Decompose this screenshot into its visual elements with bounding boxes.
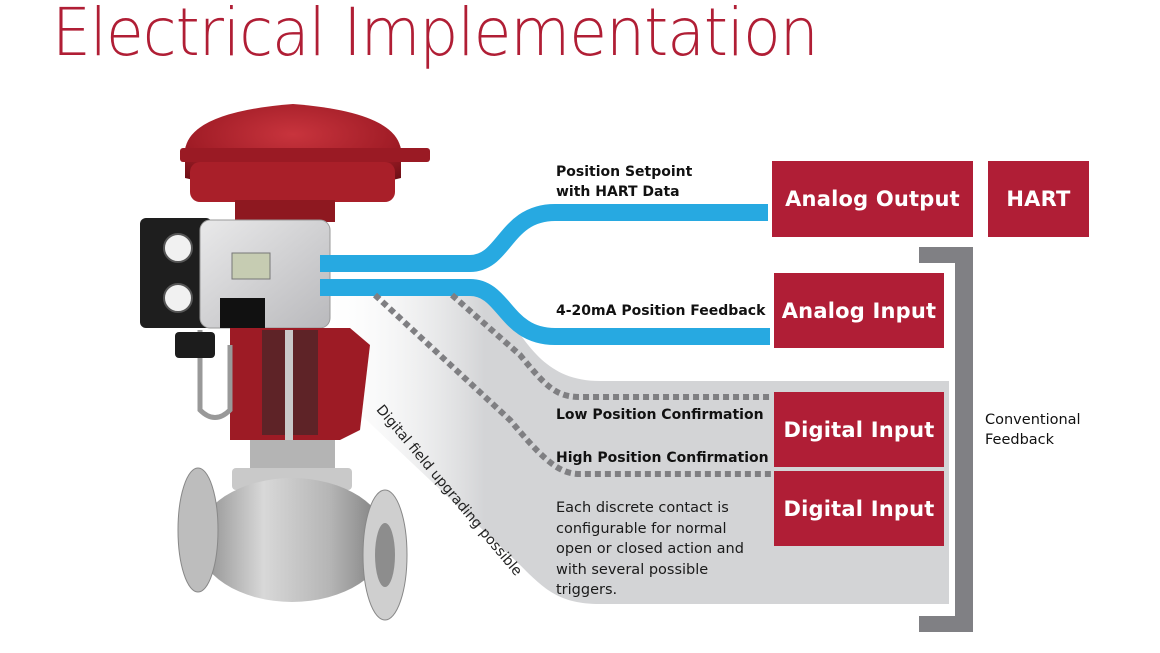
feedback-label: 4-20mA Position Feedback <box>556 303 766 319</box>
setpoint-label-line1: Position Setpoint <box>556 164 693 180</box>
digital-input-box-2: Digital Input <box>774 471 944 546</box>
signal-lines <box>320 204 770 345</box>
digital-input-label-2: Digital Input <box>783 496 935 521</box>
digital-dashed-lines <box>372 292 772 477</box>
conventional-label-line1: Conventional <box>985 412 1081 428</box>
digital-input-label-1: Digital Input <box>783 417 935 442</box>
analog-output-box: Analog Output <box>772 161 973 237</box>
page-title: Electrical Implementation <box>52 0 819 71</box>
discrete-contact-note: Each discrete contact is configurable fo… <box>556 500 744 598</box>
feedback-line <box>320 279 770 345</box>
valve-illustration <box>140 104 430 621</box>
hart-label: HART <box>1006 187 1071 211</box>
setpoint-label-line2: with HART Data <box>556 184 680 200</box>
analog-input-label: Analog Input <box>781 298 937 323</box>
digital-input-box-1: Digital Input <box>774 392 944 467</box>
setpoint-line <box>320 204 768 272</box>
analog-output-label: Analog Output <box>785 187 960 211</box>
analog-input-box: Analog Input <box>774 273 944 348</box>
conventional-label-line2: Feedback <box>985 432 1055 448</box>
conventional-feedback-bracket <box>919 247 973 632</box>
hart-box: HART <box>988 161 1089 237</box>
high-confirm-label: High Position Confirmation <box>556 450 769 466</box>
low-confirm-label: Low Position Confirmation <box>556 407 764 423</box>
